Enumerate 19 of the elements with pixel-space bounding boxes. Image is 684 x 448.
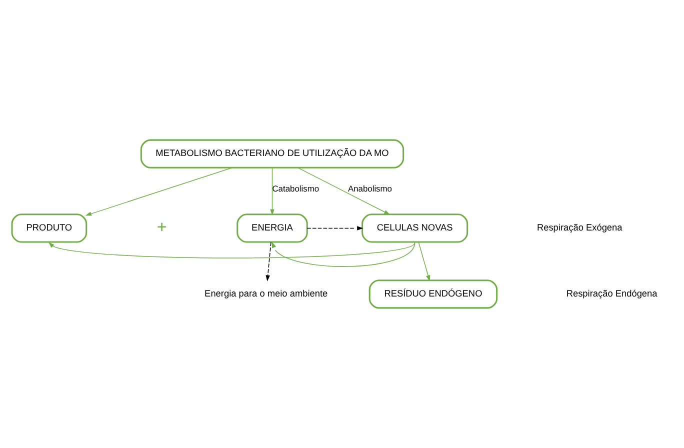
node-box: PRODUTO: [11, 214, 88, 243]
node-box: METABOLISMO BACTERIANO DE UTILIZAÇÃO DA MO: [140, 139, 404, 168]
arrow: [48, 242, 416, 258]
edge-label: Anabolismo: [348, 183, 392, 194]
label: +: [156, 218, 167, 237]
arrow: [272, 242, 416, 267]
node-box: CELULAS NOVAS: [362, 214, 468, 243]
arrow: [298, 167, 390, 215]
arrow: [270, 168, 274, 216]
node-box: RESÍDUO ENDÓGENO: [368, 280, 498, 309]
arrow: [306, 226, 364, 230]
arrow: [266, 242, 272, 282]
label: Respiração Endógena: [566, 288, 658, 299]
arrow: [418, 242, 430, 282]
node-text: Energia para o meio ambiente: [204, 288, 328, 299]
node-box: ENERGIA: [236, 214, 308, 243]
arrow: [85, 167, 232, 216]
edge-label: Catabolismo: [272, 183, 320, 194]
label: Respiração Exógena: [536, 222, 622, 233]
